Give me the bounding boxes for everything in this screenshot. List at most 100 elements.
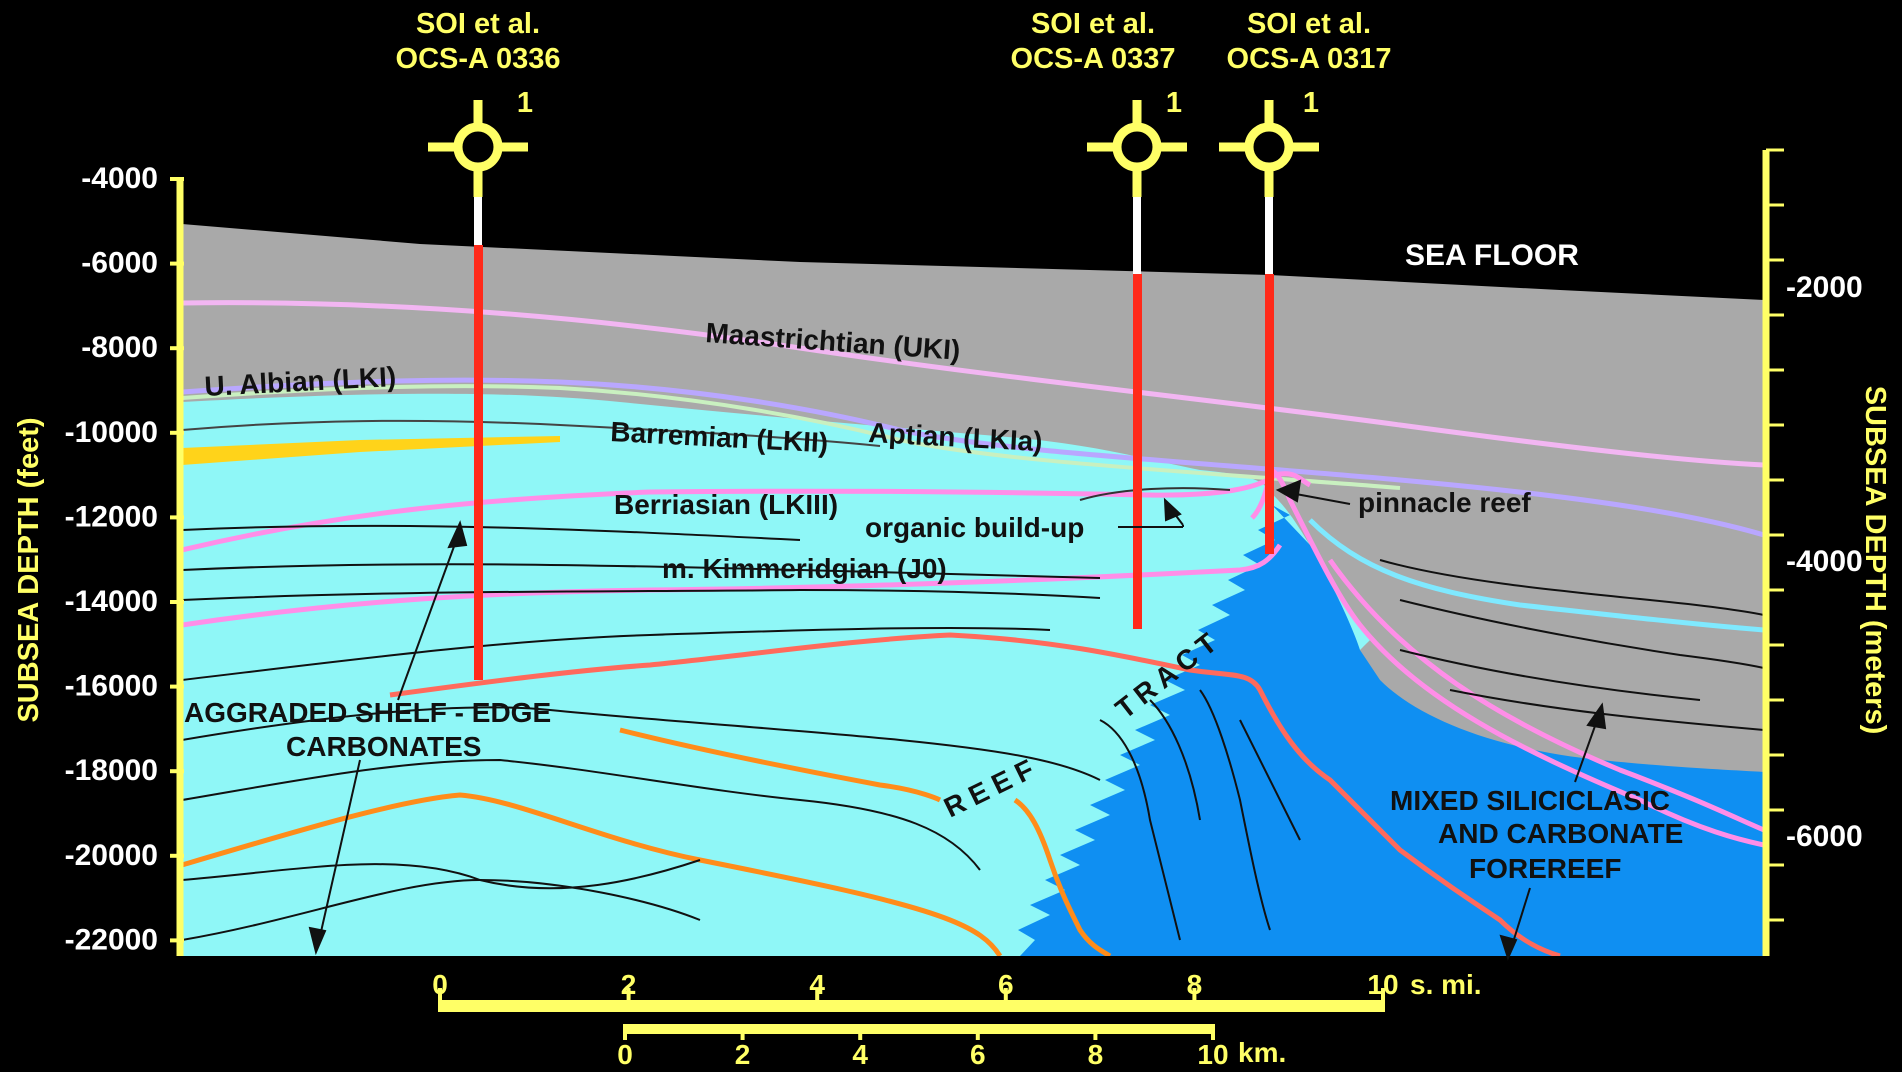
left-axis-tick-label: -14000 [65,585,158,618]
well-3-white-section [1265,197,1273,275]
km-scale-unit: km. [1238,1037,1286,1067]
km-scale-tick-label: 2 [735,1039,751,1067]
well-1-symbol-circle [453,122,503,172]
well-2-red-section [1133,274,1142,629]
miles-scale-tick-label: 10 [1367,969,1398,1000]
yellow-sliver [182,436,560,465]
stratum-line-9 [1099,719,1181,941]
well-2-operator: SOI et al. [1031,8,1155,40]
well-3-operator: SOI et al. [1247,8,1371,40]
km-scale-tick-label: 4 [852,1039,868,1067]
arrow-aggraded-down-head [308,926,327,956]
well-1-white-section [474,197,482,247]
well-3-red-section [1265,274,1274,554]
barremian-horizon [182,419,881,447]
well-2-number: 1 [1166,87,1182,119]
left-axis-tick-label: -20000 [65,839,158,872]
right-axis-tick-label: -4000 [1786,545,1863,578]
stratum-line-10 [1149,699,1201,821]
orange-horizon-lower [182,792,1003,956]
kimmeridgian-horizon [182,543,1283,628]
km-scale-tick-label: 6 [970,1039,986,1067]
stratum-line-15 [1399,649,1701,701]
km-scale-bar [625,1024,1213,1034]
well-3-number: 1 [1303,87,1319,119]
miles-scale-tick-label: 6 [998,969,1014,1000]
miles-scale-tick-label: 8 [1187,969,1203,1000]
forereef-layer [1018,505,1764,956]
stratum-line-6 [182,758,981,871]
arrow-pinnacle-reef-head [1275,479,1302,503]
miles-scale-tick-label: 4 [809,969,825,1000]
left-axis-tick-label: -8000 [81,331,158,364]
arrow-forereef-up-head [1586,702,1607,730]
orange-horizon-reef [1013,797,1112,956]
miles-scale-tick-label: 0 [432,969,448,1000]
left-axis-tick-label: -16000 [65,670,158,703]
arrow-aggraded-up [397,529,461,701]
miles-scale-unit: s. mi. [1410,969,1482,1000]
stratum-line-12 [1239,719,1301,841]
left-axis-tick-label: -18000 [65,754,158,787]
arrow-organic-buildup-head [1163,497,1182,522]
kimmeridgian-label: m. Kimmeridgian (J0) [662,553,947,584]
well-3-symbol-circle [1244,122,1294,172]
mixed-label-line1: MIXED SILICICLASIC [1390,785,1670,816]
miles-scale-tick-label: 2 [621,969,637,1000]
right-axis-title: SUBSEA DEPTH (meters) [1859,386,1891,735]
left-axis-tick-label: -10000 [65,416,158,449]
well-1-operator: SOI et al. [416,8,540,40]
organic-buildup-label: organic build-up [865,512,1084,543]
stratum-line-2 [182,563,1101,579]
well-2-white-section [1133,197,1141,275]
pinnacle-reef-label: pinnacle reef [1358,487,1531,518]
well-bores [474,197,1274,680]
well-2-symbol-circle [1112,122,1162,172]
left-axis-ticks: -4000 -6000 -8000 -10000 -12000 -14000 -16000 -… [65,162,184,956]
scale-bar-miles: 0 2 4 6 8 10 s. mi. [432,969,1482,1012]
cyan-forereef-horizon [1308,518,1764,633]
red-horizon [389,632,1561,956]
well-3-lease: OCS-A 0317 [1227,43,1392,75]
well-2-lease: OCS-A 0337 [1011,43,1176,75]
mixed-label-line2: AND CARBONATE [1438,818,1683,849]
left-axis-tick-label: -12000 [65,500,158,533]
berriasian-label: Berriasian (LKIII) [614,489,838,520]
km-scale-tick-label: 10 [1197,1039,1228,1067]
stratum-line-13 [1379,559,1764,616]
well-1-lease: OCS-A 0336 [396,43,561,75]
stratum-line-4 [182,626,1051,681]
arrow-forereef-down-head [1499,934,1518,961]
left-axis-tick-label: -4000 [81,162,158,195]
annotation-arrows [308,479,1607,961]
km-scale-tick-label: 0 [617,1039,633,1067]
left-axis-title: SUBSEA DEPTH (feet) [13,417,45,722]
stratum-line-14 [1399,599,1764,669]
orange-horizon-upper [619,727,942,803]
stratum-line-8 [182,878,701,941]
geologic-section [182,197,1764,956]
stratum-line-1 [182,524,801,541]
well-1-red-section [474,245,483,680]
left-depth-axis: -4000 -6000 -8000 -10000 -12000 -14000 -16000 -… [13,162,184,956]
right-axis-tick-label: -6000 [1786,820,1863,853]
albian-horizon [182,377,1764,538]
well-1-number: 1 [517,87,533,119]
mixed-label-line3: FOREREEF [1469,853,1621,884]
stratum-line-3 [182,588,1101,601]
organic-buildup-outline [1079,487,1231,501]
right-axis-tick-label: -2000 [1786,271,1863,304]
lower-magenta-horizon [1327,558,1764,833]
left-axis-tick-label: -6000 [81,247,158,280]
right-axis-ticks: -2000 -4000 -6000 [1786,271,1863,853]
left-axis-tick-label: -22000 [65,923,158,956]
right-depth-axis: -2000 -4000 -6000 SUBSEA DEPTH (meters) [1762,148,1891,956]
well-symbols [428,100,1319,197]
miles-scale-bar [440,1000,1383,1012]
right-axis-minor-ticks [1766,148,1784,922]
arrow-aggraded-up-head [447,520,468,549]
stratum-line-5 [182,706,1101,781]
arrow-aggraded-down [317,759,361,946]
